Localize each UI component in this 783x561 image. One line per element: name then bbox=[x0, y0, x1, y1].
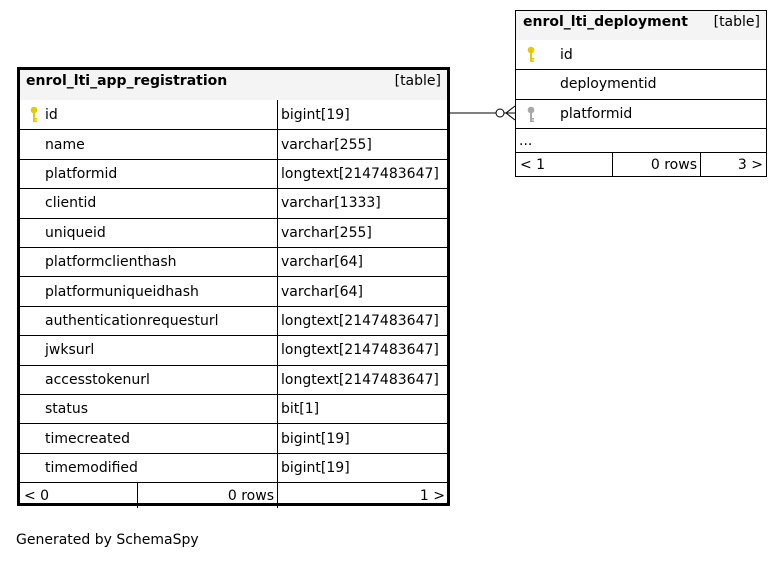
table-name: enrol_lti_app_registration bbox=[26, 73, 228, 89]
ellipsis: ... bbox=[519, 132, 533, 149]
column-name: authenticationrequesturl bbox=[45, 312, 219, 329]
foreign-key-icon bbox=[526, 106, 536, 124]
table-footer: < 0 0 rows 1 > bbox=[20, 482, 447, 509]
generated-by-label: Generated by SchemaSpy bbox=[16, 532, 199, 548]
column-name: name bbox=[45, 136, 85, 153]
footer-row-count: 0 rows bbox=[227, 487, 274, 504]
column-name: timecreated bbox=[45, 430, 130, 447]
table-row[interactable]: uniqueid varchar[255] bbox=[20, 217, 447, 247]
column-type: bigint[19] bbox=[281, 459, 350, 476]
table-kind: [table] bbox=[394, 73, 441, 89]
column-name: platformid bbox=[45, 165, 118, 182]
column-type: varchar[255] bbox=[281, 136, 372, 153]
table-row[interactable]: deploymentid bbox=[516, 69, 766, 98]
column-type: varchar[1333] bbox=[281, 195, 381, 212]
footer-children[interactable]: 3 > bbox=[737, 156, 763, 173]
table-row[interactable]: timecreated bigint[19] bbox=[20, 423, 447, 453]
table-row[interactable]: jwksurl longtext[2147483647] bbox=[20, 335, 447, 365]
column-name: platformclienthash bbox=[45, 254, 177, 271]
column-type: longtext[2147483647] bbox=[281, 312, 439, 329]
table-row[interactable]: platformuniqueidhash varchar[64] bbox=[20, 276, 447, 306]
table-row[interactable]: id bbox=[516, 40, 766, 69]
table-kind: [table] bbox=[713, 14, 760, 30]
deployment-table[interactable]: enrol_lti_deployment [table] id deploymen… bbox=[515, 10, 767, 177]
column-name: deploymentid bbox=[560, 76, 657, 93]
more-columns: ... bbox=[516, 128, 766, 152]
table-row[interactable]: platformclienthash varchar[64] bbox=[20, 247, 447, 277]
column-name: id bbox=[560, 46, 573, 63]
table-row[interactable]: accesstokenurl longtext[2147483647] bbox=[20, 364, 447, 394]
footer-row-count: 0 rows bbox=[650, 156, 697, 173]
column-type: longtext[2147483647] bbox=[281, 342, 439, 359]
column-type: longtext[2147483647] bbox=[281, 165, 439, 182]
column-type: longtext[2147483647] bbox=[281, 371, 439, 388]
footer-parents[interactable]: < 0 bbox=[24, 487, 50, 504]
column-type: bit[1] bbox=[281, 401, 320, 418]
table-header: enrol_lti_app_registration [table] bbox=[20, 70, 447, 100]
column-name: status bbox=[45, 401, 89, 418]
column-type: varchar[255] bbox=[281, 224, 372, 241]
column-type: bigint[19] bbox=[281, 106, 350, 123]
column-name: uniqueid bbox=[45, 224, 106, 241]
table-row[interactable]: name varchar[255] bbox=[20, 129, 447, 159]
column-name: platformuniqueidhash bbox=[45, 283, 199, 300]
column-type: varchar[64] bbox=[281, 254, 363, 271]
primary-key-icon bbox=[526, 46, 536, 64]
table-row[interactable]: platformid bbox=[516, 98, 766, 128]
column-name: platformid bbox=[560, 105, 633, 122]
table-row[interactable]: id bigint[19] bbox=[20, 100, 447, 130]
table-row[interactable]: clientid varchar[1333] bbox=[20, 188, 447, 218]
table-row[interactable]: platformid longtext[2147483647] bbox=[20, 158, 447, 189]
footer-parents[interactable]: < 1 bbox=[520, 156, 546, 173]
column-name: jwksurl bbox=[45, 342, 95, 359]
table-row[interactable]: timemodified bigint[19] bbox=[20, 452, 447, 483]
column-type: bigint[19] bbox=[281, 430, 350, 447]
table-name: enrol_lti_deployment bbox=[523, 14, 688, 30]
table-footer: < 1 0 rows 3 > bbox=[516, 152, 766, 176]
table-header: enrol_lti_deployment [table] bbox=[516, 11, 766, 40]
table-row[interactable]: authenticationrequesturl longtext[2147483… bbox=[20, 305, 447, 336]
table-row[interactable]: status bit[1] bbox=[20, 394, 447, 424]
primary-key-icon bbox=[29, 106, 39, 124]
footer-children[interactable]: 1 > bbox=[419, 487, 445, 504]
app-registration-table[interactable]: enrol_lti_app_registration [table] id big… bbox=[17, 67, 450, 509]
column-name: timemodified bbox=[45, 459, 138, 476]
column-name: id bbox=[45, 106, 58, 123]
column-name: clientid bbox=[45, 195, 97, 212]
column-name: accesstokenurl bbox=[45, 371, 150, 388]
column-type: varchar[64] bbox=[281, 283, 363, 300]
